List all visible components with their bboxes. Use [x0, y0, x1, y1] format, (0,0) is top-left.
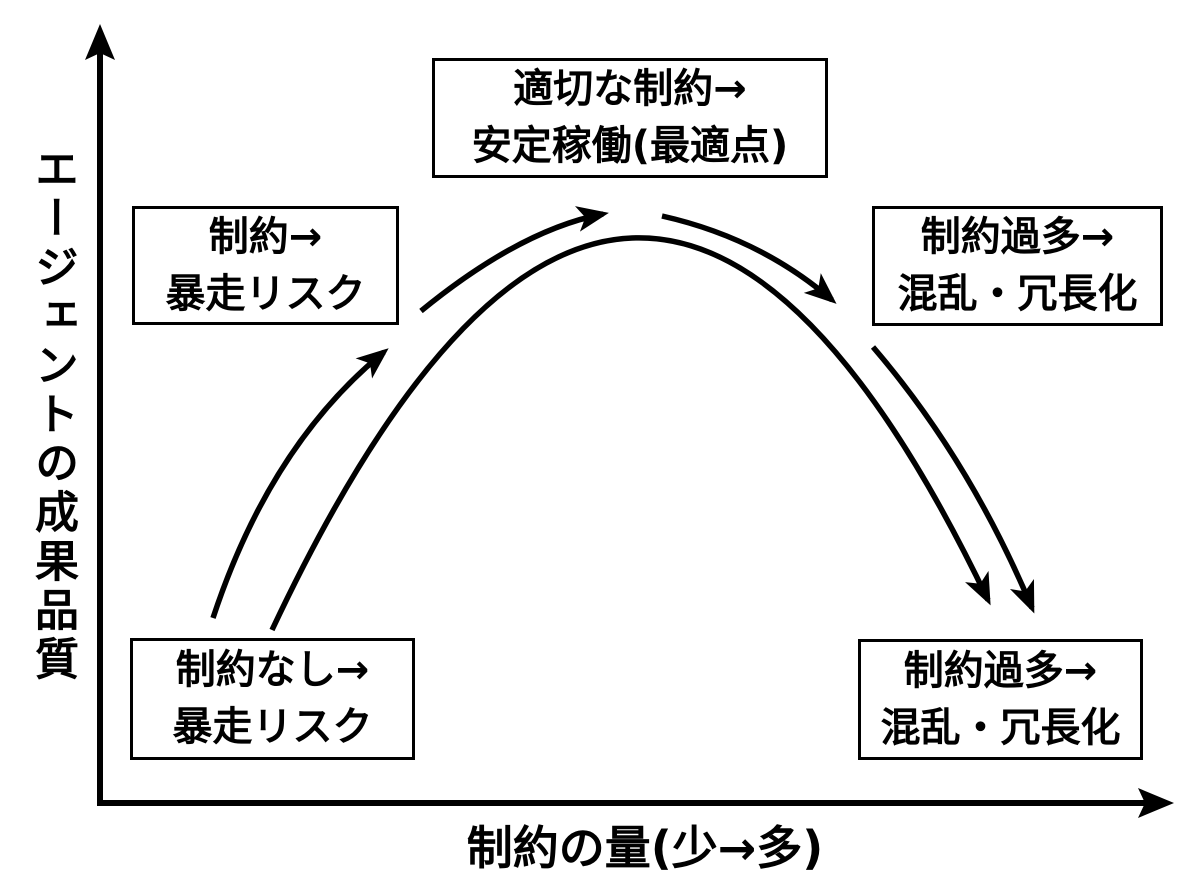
y-axis-label: エージェントの成果品質 [27, 146, 78, 685]
label-box-optimal-constraints: 適切な制約→ 安定稼働(最適点) [432, 58, 828, 178]
label-line: 暴走リスク [165, 270, 366, 317]
label-box-no-constraints: 制約なし→ 暴走リスク [130, 638, 415, 760]
arrow-optimal-to-overconstrained [661, 213, 837, 304]
curve-inverted-u [269, 235, 991, 632]
arrow-overconstrained-down [870, 345, 1035, 614]
arrow-constraints-to-optimal [419, 206, 609, 314]
arrow-no-constraints-to-constraints [210, 348, 389, 619]
label-line: 適切な制約→ [513, 66, 747, 113]
label-line: 制約過多→ [920, 214, 1115, 261]
label-box-constraints-risk: 制約→ 暴走リスク [132, 206, 399, 325]
label-line: 制約→ [208, 213, 323, 260]
x-axis-label: 制約の量(少→多) [466, 821, 824, 875]
label-line: 暴走リスク [172, 704, 373, 750]
label-line: 制約なし→ [175, 647, 370, 694]
label-line: 混乱・冗長化 [897, 271, 1138, 317]
label-line: 安定稼働(最適点) [471, 123, 789, 169]
label-line: 制約過多→ [903, 647, 1098, 694]
label-box-overconstrained-lower: 制約過多→ 混乱・冗長化 [858, 639, 1143, 760]
label-box-overconstrained-upper: 制約過多→ 混乱・冗長化 [872, 206, 1163, 326]
label-line: 混乱・冗長化 [880, 704, 1121, 751]
